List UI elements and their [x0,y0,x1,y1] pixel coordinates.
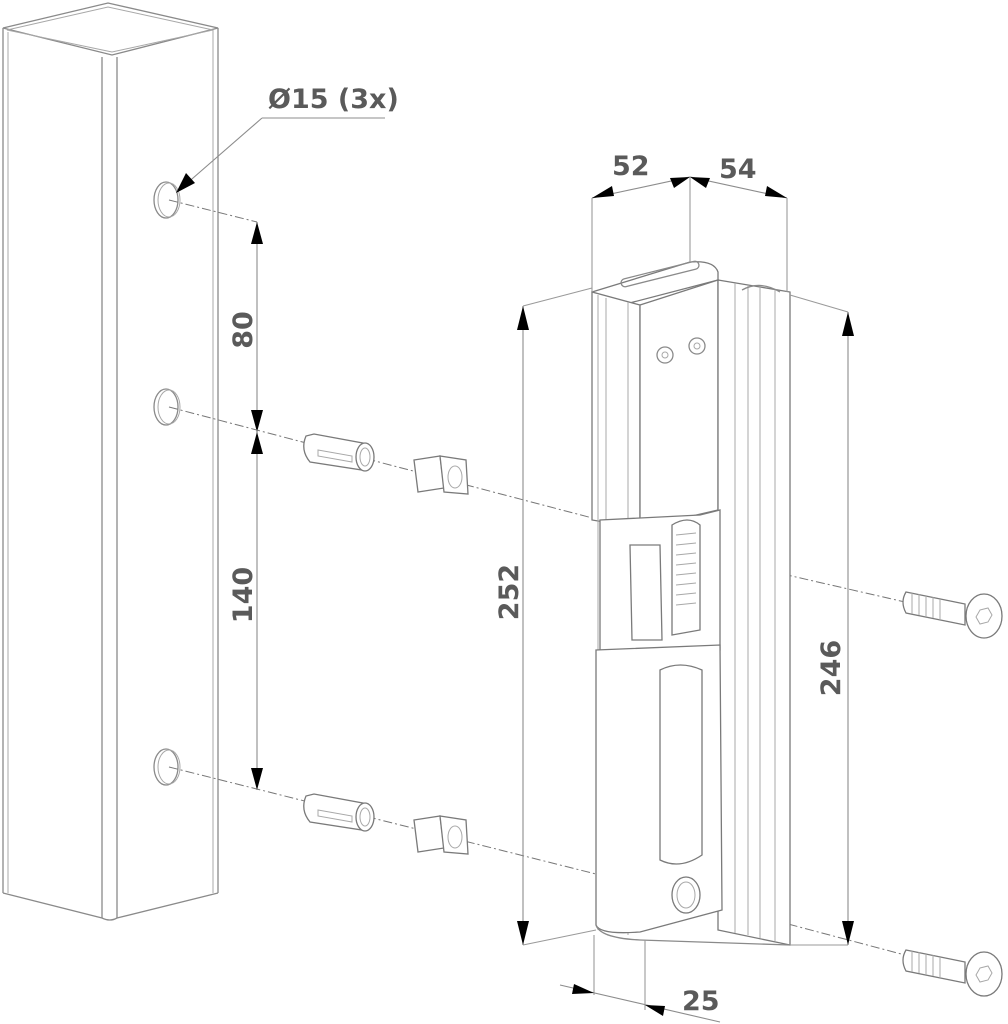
width-dimension-top: 52 54 [591,151,788,292]
hole-diameter-callout: Ø15 (3x) [176,84,399,193]
center-lines [168,199,906,956]
height-246-label: 246 [816,640,847,696]
hex-bolt-bottom [902,949,1003,997]
spacing-80-label: 80 [228,311,259,349]
depth-25-dimension: 25 [559,935,721,1023]
post-hole-bottom [153,748,181,786]
square-bush-top [413,455,469,495]
height-252-label: 252 [494,564,525,620]
depth-25-label: 25 [682,986,720,1017]
insert-sleeve-top [303,433,375,472]
height-252-dimension: 252 [494,287,597,946]
post-hole-middle [153,388,181,426]
height-246-dimension: 246 [789,294,854,946]
hole-diameter-label: Ø15 (3x) [268,84,399,115]
width-52-label: 52 [612,151,650,182]
spacing-140-label: 140 [228,567,259,623]
lock-keeper [591,260,791,946]
width-54-label: 54 [719,154,757,185]
square-post [2,2,219,921]
square-bush-bottom [413,815,469,855]
insert-sleeve-bottom [303,793,375,832]
hex-bolt-top [902,591,1003,639]
hole-spacing-dimension: 80 140 [228,222,263,790]
post-hole-top [153,181,181,219]
